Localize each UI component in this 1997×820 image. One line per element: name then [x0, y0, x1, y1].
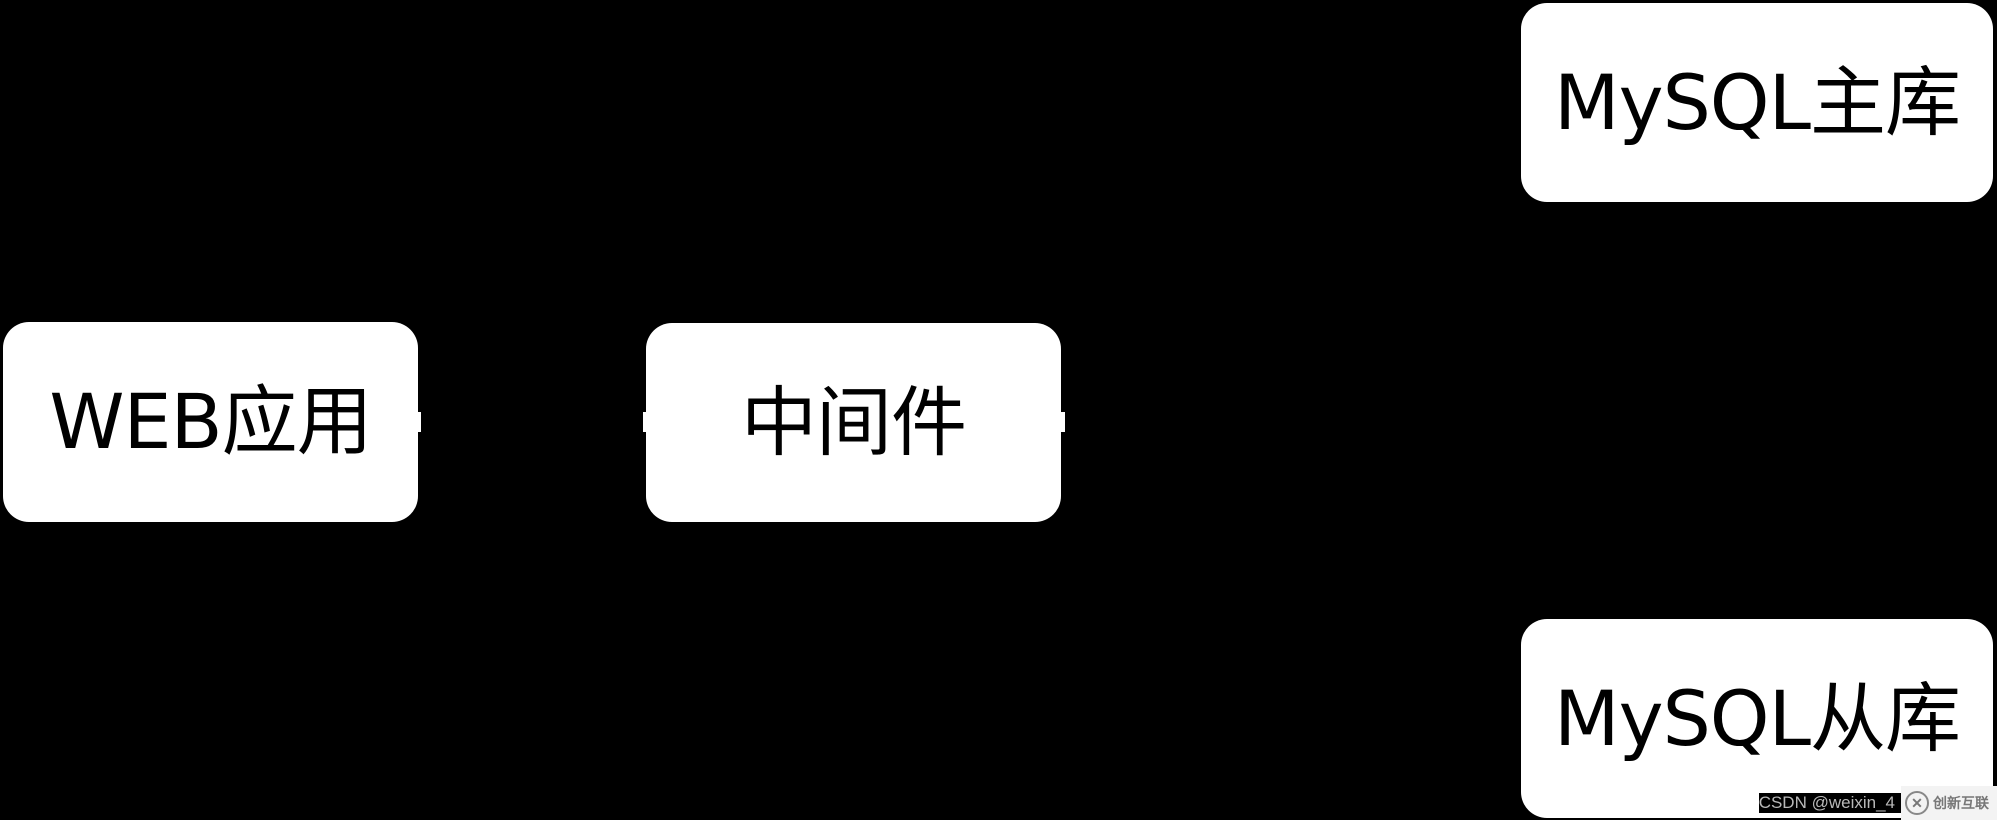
web-app-node: WEB应用: [3, 322, 418, 522]
connector-middleware-inbound: [643, 412, 646, 432]
connector-web-to-middleware: [418, 412, 421, 432]
middleware-label: 中间件: [741, 377, 967, 467]
middleware-node: 中间件: [646, 323, 1061, 522]
mysql-slave-node: MySQL从库: [1521, 619, 1993, 818]
watermark: CSDN @weixin_4 ✕ 创新互联: [1758, 786, 1997, 820]
watermark-badge: ✕ 创新互联: [1901, 786, 1997, 820]
watermark-text: CSDN @weixin_4: [1758, 793, 1901, 813]
mysql-master-node: MySQL主库: [1521, 3, 1993, 202]
connector-middleware-outbound: [1061, 412, 1065, 432]
web-app-label: WEB应用: [49, 377, 372, 466]
brand-logo-icon: ✕: [1905, 791, 1929, 815]
mysql-slave-label: MySQL从库: [1554, 673, 1961, 763]
watermark-brand: 创新互联: [1933, 796, 1989, 812]
mysql-master-label: MySQL主库: [1554, 57, 1961, 147]
